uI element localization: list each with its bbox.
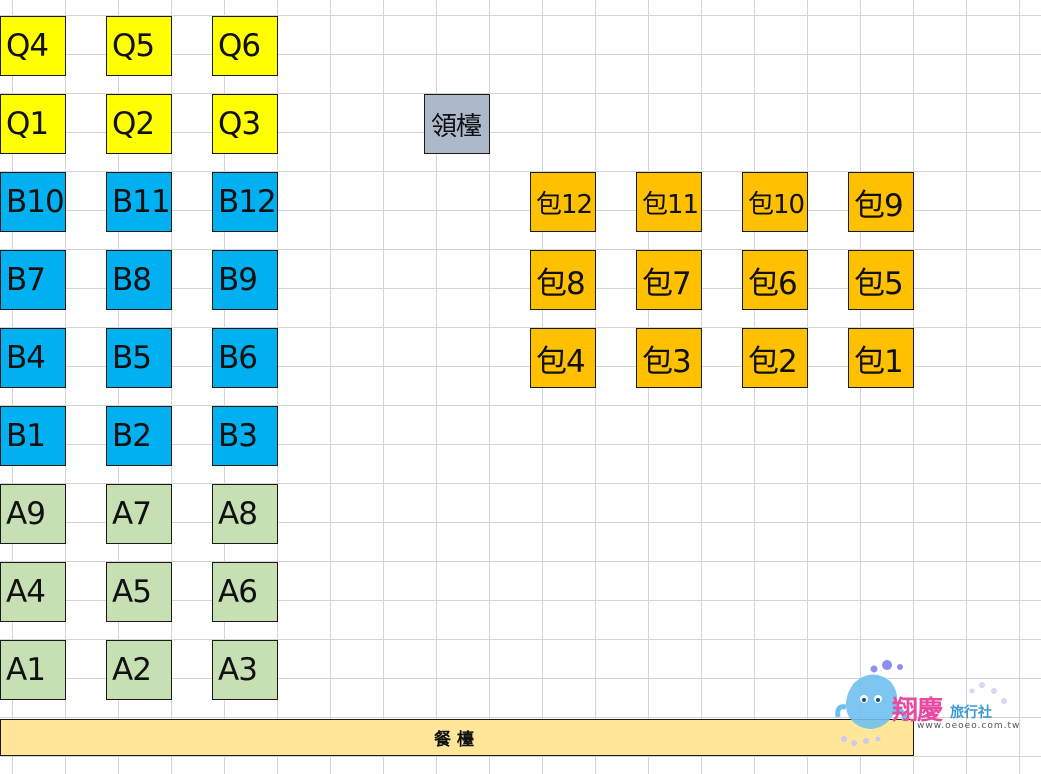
table-a2: A2 (106, 640, 172, 700)
booth-9: 包9 (848, 172, 914, 232)
table-b4: B4 (0, 328, 66, 388)
booth-7: 包7 (636, 250, 702, 310)
logo-brand: 翔慶 (892, 696, 943, 726)
table-a8: A8 (212, 484, 278, 544)
booth-8: 包8 (530, 250, 596, 310)
table-b12: B12 (212, 172, 278, 232)
table-b2: B2 (106, 406, 172, 466)
logo-subtitle: 旅行社 (950, 705, 992, 721)
booth-4: 包4 (530, 328, 596, 388)
table-q5: Q5 (106, 16, 172, 76)
booth-12: 包12 (530, 172, 596, 232)
logo-url: www.oeoeo.com.tw (917, 721, 1021, 731)
table-b1: B1 (0, 406, 66, 466)
dining-counter: 餐檯 (0, 719, 914, 756)
table-b5: B5 (106, 328, 172, 388)
table-b6: B6 (212, 328, 278, 388)
table-b7: B7 (0, 250, 66, 310)
booth-10: 包10 (742, 172, 808, 232)
table-b11: B11 (106, 172, 172, 232)
table-a6: A6 (212, 562, 278, 622)
mascot-icon (835, 660, 1007, 746)
reception-desk: 領檯 (424, 94, 490, 154)
booth-1: 包1 (848, 328, 914, 388)
table-b9: B9 (212, 250, 278, 310)
table-a5: A5 (106, 562, 172, 622)
table-q6: Q6 (212, 16, 278, 76)
table-a1: A1 (0, 640, 66, 700)
table-q1: Q1 (0, 94, 66, 154)
table-a9: A9 (0, 484, 66, 544)
brand-logo: 翔慶 旅行社 www.oeoeo.com.tw (832, 655, 1022, 747)
table-b3: B3 (212, 406, 278, 466)
table-q3: Q3 (212, 94, 278, 154)
table-a7: A7 (106, 484, 172, 544)
booth-2: 包2 (742, 328, 808, 388)
booth-11: 包11 (636, 172, 702, 232)
table-q2: Q2 (106, 94, 172, 154)
table-b10: B10 (0, 172, 66, 232)
table-q4: Q4 (0, 16, 66, 76)
table-a3: A3 (212, 640, 278, 700)
table-b8: B8 (106, 250, 172, 310)
booth-6: 包6 (742, 250, 808, 310)
table-a4: A4 (0, 562, 66, 622)
booth-5: 包5 (848, 250, 914, 310)
booth-3: 包3 (636, 328, 702, 388)
